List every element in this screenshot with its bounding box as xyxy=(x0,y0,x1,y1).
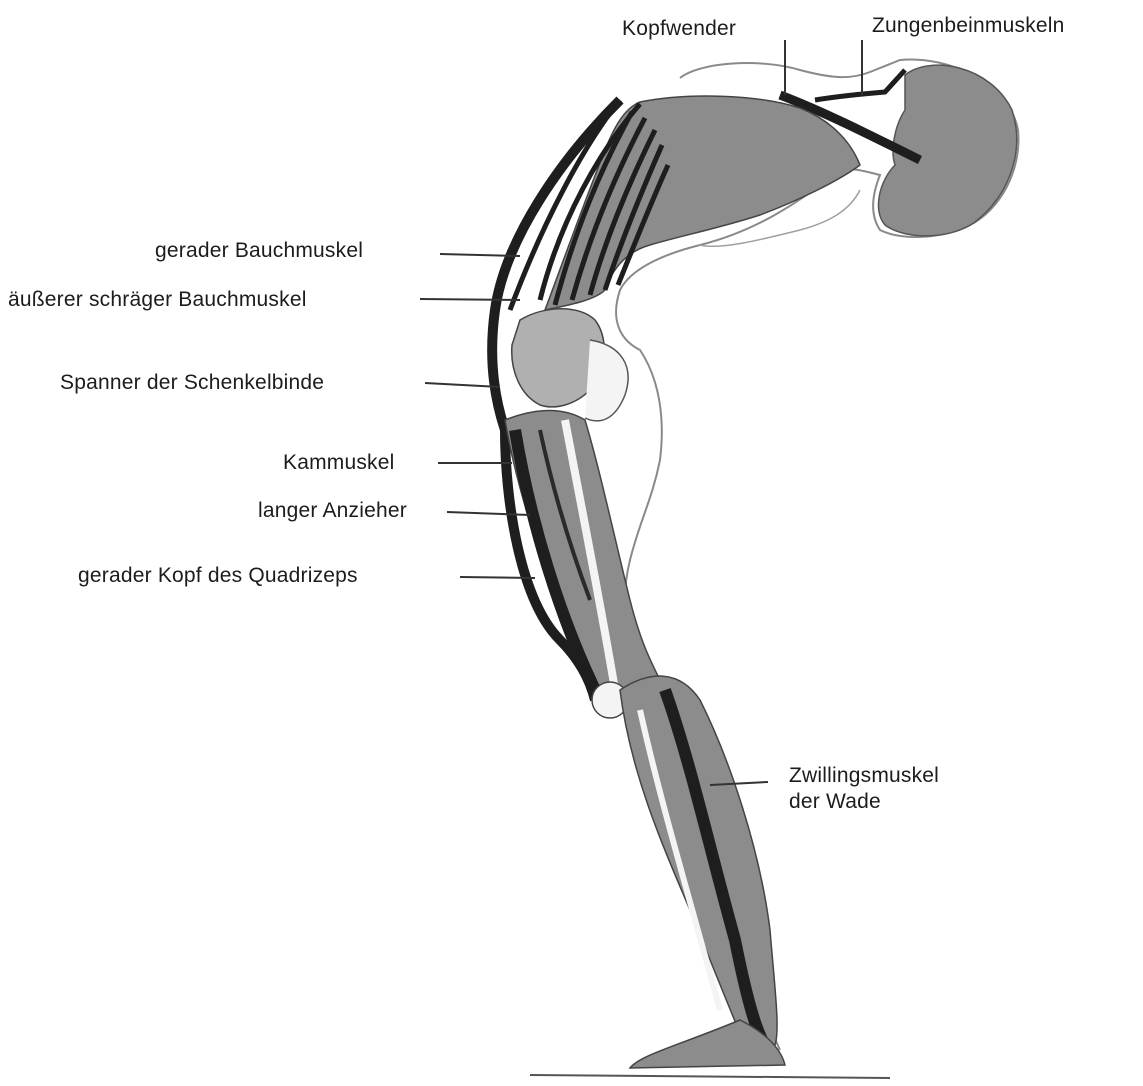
label-kopfwender: Kopfwender xyxy=(622,16,736,42)
label-ausserer-schraeger-bauchmuskel: äußerer schräger Bauchmuskel xyxy=(8,287,307,313)
label-gerader-kopf-des-quadrizeps: gerader Kopf des Quadrizeps xyxy=(78,563,358,589)
label-zungenbeinmuskeln: Zungenbeinmuskeln xyxy=(872,13,1065,39)
label-zwillingsmuskel-der-wade: Zwillingsmuskel der Wade xyxy=(789,763,939,816)
label-zwillingsmuskel-line2: der Wade xyxy=(789,789,939,815)
label-spanner-der-schenkelbinde: Spanner der Schenkelbinde xyxy=(60,370,324,396)
label-kammuskel: Kammuskel xyxy=(283,450,395,476)
hip-bone-detail xyxy=(585,340,628,421)
ground-line xyxy=(530,1075,890,1078)
label-zwillingsmuskel-line1: Zwillingsmuskel xyxy=(789,763,939,789)
label-langer-anzieher: langer Anzieher xyxy=(258,498,407,524)
label-gerader-bauchmuskel: gerader Bauchmuskel xyxy=(155,238,363,264)
